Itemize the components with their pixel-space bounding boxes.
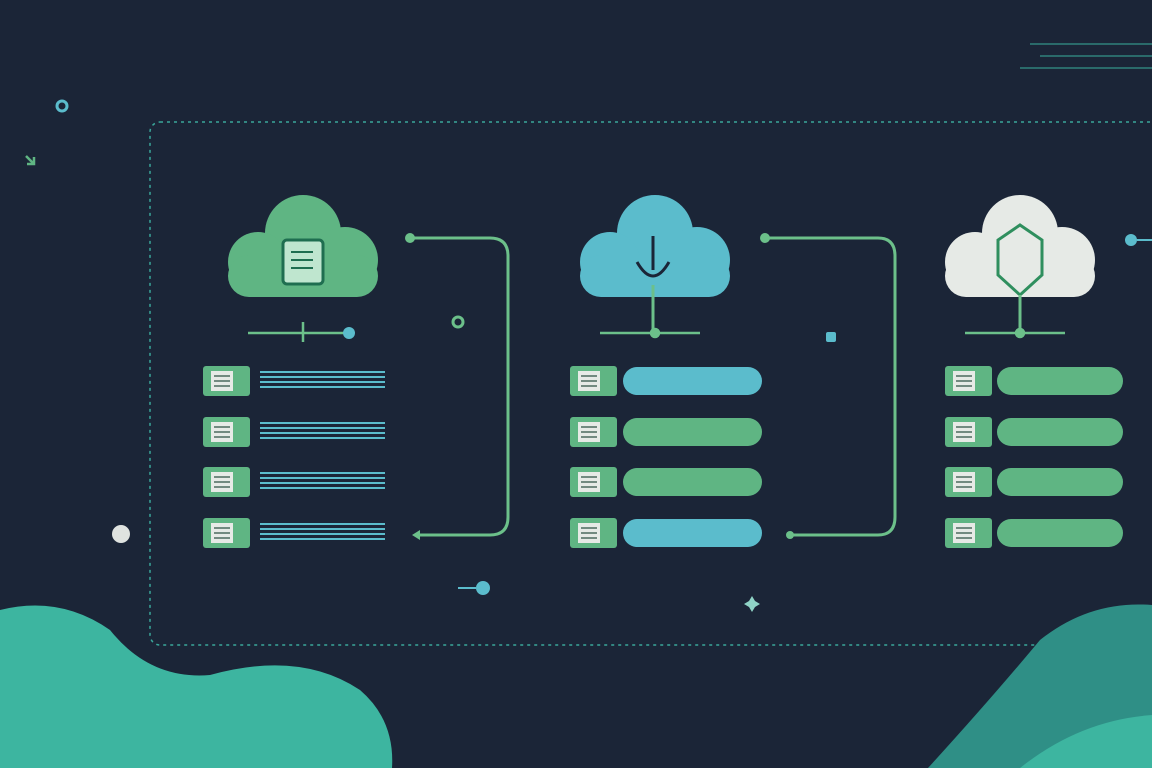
arrow-icon [25,155,36,166]
axis-connector [965,327,1065,339]
row-bar [623,468,762,496]
background-blob-right-front [1020,715,1152,768]
list-row[interactable] [570,518,762,548]
cloud [580,195,730,297]
cloud [945,195,1095,297]
connector-start-dot [760,233,770,243]
column-3 [945,195,1123,548]
shield-icon [996,223,1044,333]
list-row[interactable] [570,417,762,447]
list-row[interactable] [203,467,385,497]
list-row[interactable] [203,417,385,447]
arrow-icon [412,530,420,540]
row-bar [623,367,762,395]
list-row[interactable] [945,518,1123,548]
row-bar [997,367,1123,395]
chip-icon [826,332,836,342]
row-bar [623,418,762,446]
dashed-frame [149,121,1152,646]
list-row[interactable] [570,366,762,396]
connector-start-dot [405,233,415,243]
list-row[interactable] [203,518,385,548]
row-bar [997,418,1123,446]
sparkle-icon [744,596,760,612]
connector-1 [410,236,510,537]
background-blob-left [0,605,393,768]
axis-connector [600,327,700,339]
dot [476,581,490,595]
clock-icon [112,525,130,543]
dot [1125,234,1137,246]
list-row[interactable] [945,467,1123,497]
list-row[interactable] [203,366,385,396]
row-bar [623,519,762,547]
list-row[interactable] [570,467,762,497]
row-bar [997,519,1123,547]
connector-2 [765,236,897,537]
microphone-icon [635,236,671,333]
document-icon [281,238,325,286]
list-row[interactable] [945,417,1123,447]
row-bar [997,468,1123,496]
connector-end-dot [786,531,794,539]
gear-icon [55,99,465,329]
list-row[interactable] [945,366,1123,396]
axis-connector [248,322,355,342]
corner-lines [1020,43,1152,69]
column-2 [570,195,762,548]
column-1 [203,195,385,548]
